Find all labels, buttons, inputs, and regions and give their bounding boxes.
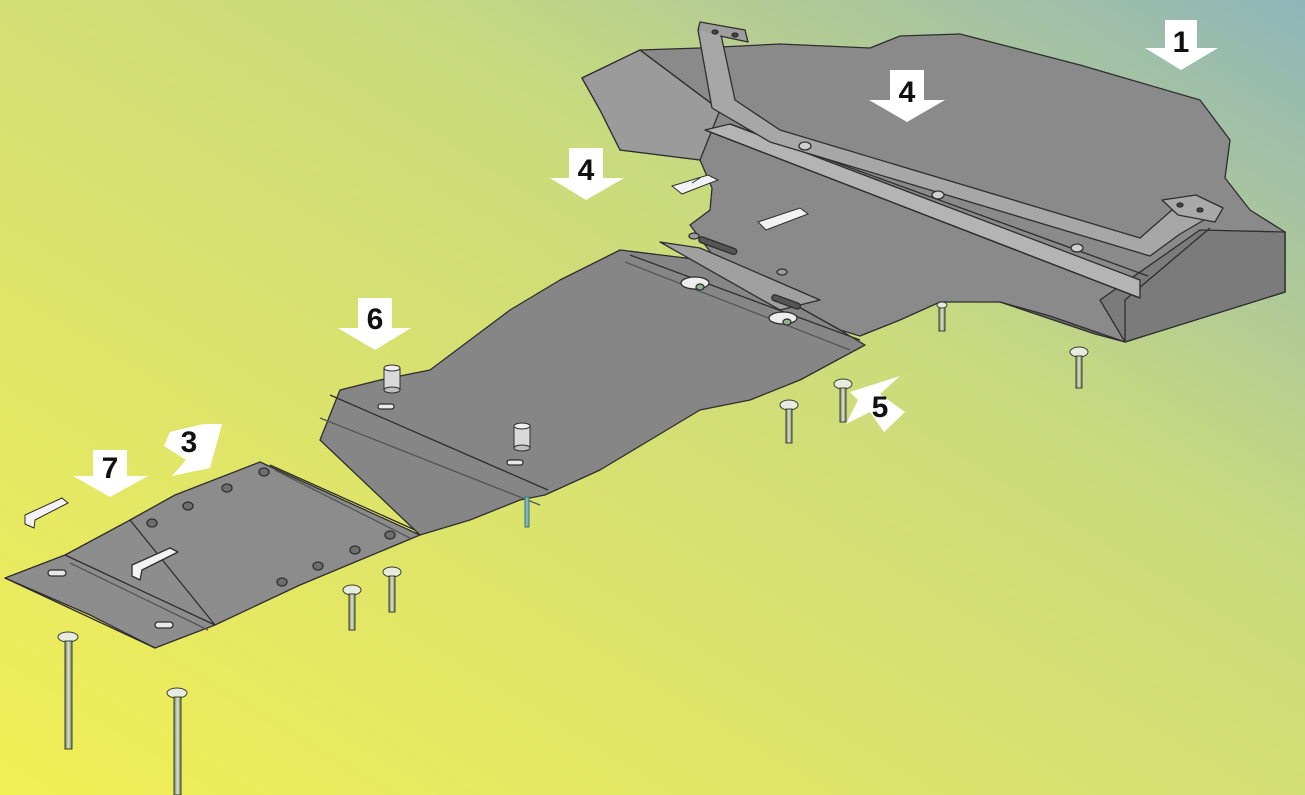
callout-arrow-3: 3 bbox=[164, 424, 222, 476]
bolt-short-1 bbox=[342, 584, 362, 631]
gearbox-skid-plate bbox=[319, 232, 866, 536]
callout-label-4-left: 4 bbox=[578, 154, 595, 187]
callout-label-3: 3 bbox=[181, 426, 198, 459]
spacer-left bbox=[383, 364, 401, 394]
front-skid-plate bbox=[129, 461, 421, 626]
bolt-long-left bbox=[57, 631, 79, 750]
bolt-long-center bbox=[166, 687, 188, 795]
bolt-short-5 bbox=[1069, 346, 1089, 389]
front-apron-plate bbox=[4, 519, 216, 649]
bolt-short-3 bbox=[779, 399, 799, 444]
callout-label-4-right: 4 bbox=[899, 76, 916, 109]
callout-label-7: 7 bbox=[102, 452, 119, 485]
callout-arrow-6: 6 bbox=[338, 298, 411, 350]
bolt-short-4 bbox=[833, 378, 853, 423]
callout-arrow-5: 5 bbox=[846, 376, 905, 432]
bolt-short-2 bbox=[382, 566, 402, 613]
plate-clip-upper bbox=[670, 174, 720, 195]
callout-label-6: 6 bbox=[367, 303, 384, 336]
mounting-bracket bbox=[24, 497, 69, 529]
bolt-center-plate bbox=[524, 496, 530, 528]
spacer-right bbox=[513, 422, 531, 452]
callout-arrow-1: 1 bbox=[1145, 20, 1218, 70]
callout-arrow-4-right: 4 bbox=[869, 70, 945, 122]
engine-skid-plate bbox=[581, 21, 1286, 343]
plate-clip-middle bbox=[757, 207, 810, 231]
callout-label-1: 1 bbox=[1173, 26, 1190, 59]
bolt-short-6 bbox=[936, 301, 948, 332]
callout-arrow-7: 7 bbox=[73, 450, 148, 497]
callout-label-5: 5 bbox=[872, 391, 889, 424]
callout-arrow-4-left: 4 bbox=[550, 148, 624, 200]
